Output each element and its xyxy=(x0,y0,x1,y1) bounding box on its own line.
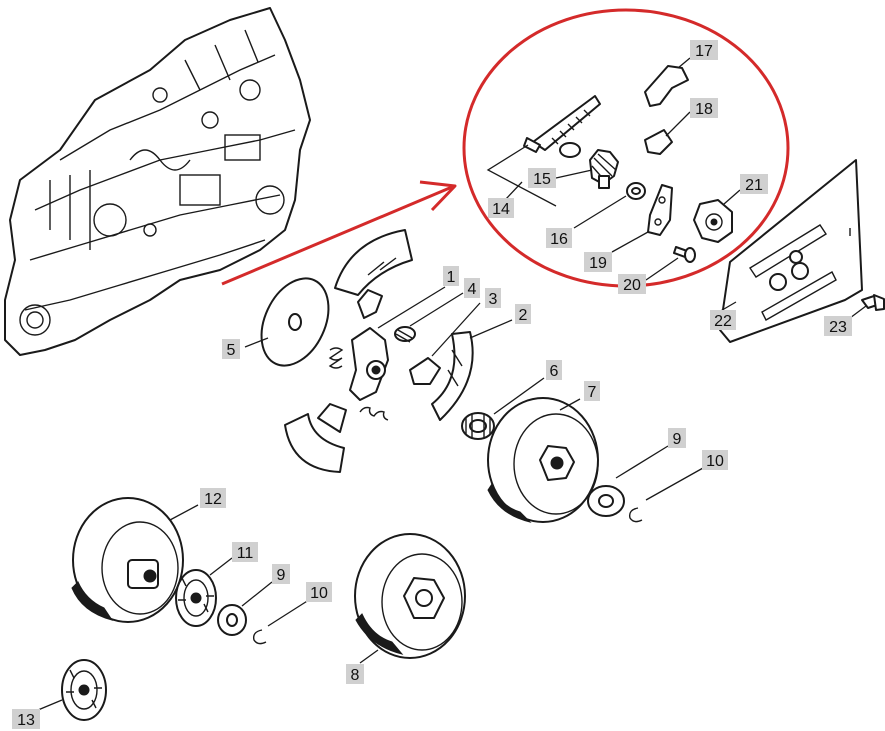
clutch-shoe-lower xyxy=(284,403,347,473)
oil-pump-group xyxy=(523,65,733,263)
callout-14-text: 14 xyxy=(492,201,510,218)
washer-9-left xyxy=(217,604,247,636)
callout-14: 14 xyxy=(488,198,514,218)
bracket-17 xyxy=(644,65,689,107)
spring-4 xyxy=(394,326,416,343)
callout-22-text: 22 xyxy=(714,313,732,330)
bar-cover-22 xyxy=(719,159,863,343)
callout-6: 6 xyxy=(546,360,562,380)
callout-5-text: 5 xyxy=(227,342,236,359)
callout-22: 22 xyxy=(710,310,736,330)
clutch-spring-left xyxy=(328,347,344,369)
clip-3 xyxy=(409,357,441,385)
o-ring xyxy=(559,142,581,158)
callout-4: 4 xyxy=(464,278,480,298)
rim-drum-12 xyxy=(71,497,184,623)
callout-17: 17 xyxy=(690,40,718,60)
callout-4-text: 4 xyxy=(468,281,477,298)
callout-3-text: 3 xyxy=(489,291,498,308)
callout-12: 12 xyxy=(200,488,226,508)
plate-19 xyxy=(647,184,673,236)
callout-23-text: 23 xyxy=(829,319,847,336)
callout-2-text: 2 xyxy=(519,307,528,324)
callout-20: 20 xyxy=(618,274,646,294)
worm-gear xyxy=(589,149,619,189)
highlight-arrow-head xyxy=(419,180,457,212)
pump-body-21 xyxy=(693,199,733,243)
crankcase-housing xyxy=(4,7,311,356)
callout-16-text: 16 xyxy=(550,231,568,248)
clutch-drum-7 xyxy=(487,397,599,523)
callout-1: 1 xyxy=(443,266,459,286)
screw-20 xyxy=(673,246,696,263)
callout-13: 13 xyxy=(12,709,40,729)
callout-17-text: 17 xyxy=(695,43,713,60)
rim-sprocket-11 xyxy=(175,569,217,627)
clutch-shoe-2 xyxy=(431,331,474,421)
highlight-arrow-shaft xyxy=(221,185,453,286)
callout-9-right-text: 9 xyxy=(673,431,682,448)
callout-2: 2 xyxy=(515,304,531,324)
thrust-washer-5 xyxy=(260,277,330,367)
washer-16 xyxy=(626,182,646,200)
callout-3: 3 xyxy=(485,288,501,308)
callout-11-text: 11 xyxy=(237,545,254,562)
callout-7: 7 xyxy=(584,381,600,401)
worm-shaft xyxy=(523,95,601,153)
washer-9-right xyxy=(587,485,625,517)
callout-9-left-text: 9 xyxy=(277,567,286,584)
clip-1 xyxy=(357,289,383,319)
callout-23: 23 xyxy=(824,316,852,336)
callout-11: 11 xyxy=(232,542,258,562)
callout-15: 15 xyxy=(528,168,556,188)
callout-10-right-text: 10 xyxy=(706,453,724,470)
callout-9-right: 9 xyxy=(668,428,686,448)
callout-19-text: 19 xyxy=(589,255,607,272)
callout-13-text: 13 xyxy=(17,712,35,729)
e-clip-10-right xyxy=(628,507,643,523)
callout-10-right: 10 xyxy=(702,450,728,470)
callout-18-text: 18 xyxy=(695,101,713,118)
callout-8: 8 xyxy=(346,664,364,684)
needle-bearing-6 xyxy=(461,412,495,440)
callout-10-left: 10 xyxy=(306,582,332,602)
callout-9-left: 9 xyxy=(272,564,290,584)
callout-15-text: 15 xyxy=(533,171,551,188)
spur-drum-8 xyxy=(354,533,466,659)
callout-10-left-text: 10 xyxy=(310,585,328,602)
callout-19: 19 xyxy=(584,252,612,272)
rim-sprocket-13 xyxy=(61,659,107,721)
callout-5: 5 xyxy=(222,339,240,359)
callout-1-text: 1 xyxy=(447,269,456,286)
callout-labels: 1 2 3 4 5 6 7 8 9 9 10 10 11 12 13 14 15… xyxy=(12,40,852,729)
callout-6-text: 6 xyxy=(550,363,559,380)
e-clip-10-left xyxy=(252,629,267,645)
clutch-shoe-top xyxy=(334,229,413,296)
callout-20-text: 20 xyxy=(623,277,641,294)
nut-23 xyxy=(861,294,885,311)
callout-16: 16 xyxy=(546,228,572,248)
clutch-spring-lower xyxy=(359,406,389,421)
callout-18: 18 xyxy=(690,98,718,118)
callout-8-text: 8 xyxy=(351,667,360,684)
leader-lines xyxy=(37,57,867,711)
clutch-hub xyxy=(349,327,389,401)
callout-7-text: 7 xyxy=(588,384,597,401)
callout-21: 21 xyxy=(740,174,768,194)
callout-12-text: 12 xyxy=(204,491,222,508)
clip-18 xyxy=(644,129,673,155)
callout-21-text: 21 xyxy=(745,177,763,194)
